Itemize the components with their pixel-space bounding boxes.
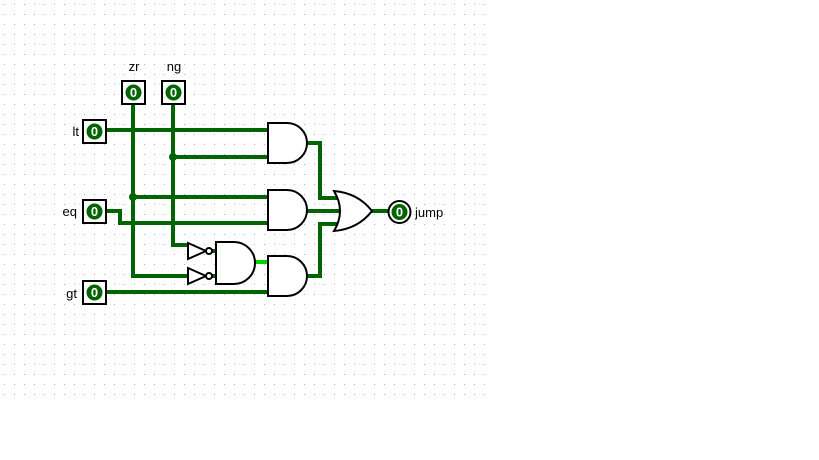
pin-value: 0: [91, 285, 98, 300]
pin-value: 0: [170, 85, 177, 100]
junction-zr: [129, 193, 137, 201]
pin-label-ng: ng: [167, 59, 181, 74]
gates: [187, 122, 374, 297]
pin-value: 0: [91, 124, 98, 139]
wires: [106, 102, 390, 294]
not-gate-2-bubble: [205, 272, 213, 280]
pin-label-gt: gt: [66, 286, 77, 301]
or-gate: [332, 189, 374, 233]
wire-and1-or: [306, 141, 340, 200]
and-gate-1: [267, 122, 308, 164]
input-pin-zr[interactable]: 0: [121, 80, 146, 105]
pin-value: 0: [130, 85, 137, 100]
grid-background: [0, 0, 485, 400]
pin-label-zr: zr: [129, 59, 141, 74]
not-gate-1-bubble: [205, 247, 213, 255]
wire-and4-or: [306, 222, 340, 278]
and-gate-3: [215, 241, 256, 285]
pin-value: 0: [396, 205, 403, 220]
input-pin-gt[interactable]: 0: [82, 280, 107, 305]
and-gate-4: [267, 255, 308, 297]
wire-eq-and2: [106, 209, 270, 225]
pin-label-lt: lt: [73, 124, 80, 139]
pin-value: 0: [91, 204, 98, 219]
input-pin-ng[interactable]: 0: [161, 80, 186, 105]
input-pin-eq[interactable]: 0: [82, 199, 107, 224]
pin-label-eq: eq: [63, 204, 77, 219]
not-gate-2: [187, 266, 209, 286]
junctions: [129, 153, 177, 201]
not-gate-1: [187, 241, 209, 261]
output-pin-jump[interactable]: 0: [387, 200, 412, 224]
input-pin-lt[interactable]: 0: [82, 119, 107, 144]
junction-ng: [169, 153, 177, 161]
and-gate-2: [267, 189, 308, 231]
pin-label-jump: jump: [414, 205, 443, 220]
